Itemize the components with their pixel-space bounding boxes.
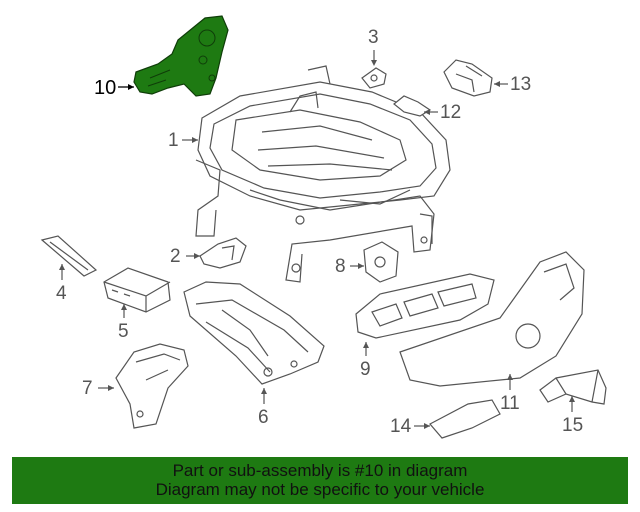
part-5-module[interactable] (103, 267, 171, 313)
part-4-trim[interactable] (40, 235, 98, 277)
part-14-cover[interactable] (429, 399, 501, 439)
callout-15[interactable]: 15 (562, 415, 584, 436)
callout-12[interactable]: 12 (440, 102, 462, 123)
banner-line-1: Part or sub-assembly is #10 in diagram (172, 461, 468, 480)
callout-13[interactable]: 13 (510, 74, 532, 95)
part-13-bracket[interactable] (443, 59, 493, 97)
callout-9[interactable]: 9 (360, 359, 371, 380)
part-7-side-bracket[interactable] (115, 343, 189, 429)
callout-2[interactable]: 2 (170, 246, 181, 267)
part-1-seat-frame[interactable] (195, 65, 451, 283)
info-banner: Part or sub-assembly is #10 in diagram D… (12, 457, 628, 504)
parts-diagram (40, 15, 607, 439)
callout-3[interactable]: 3 (368, 27, 379, 48)
part-3-washer[interactable] (361, 67, 387, 89)
callout-14[interactable]: 14 (390, 416, 412, 437)
callout-6[interactable]: 6 (258, 407, 269, 428)
callout-11[interactable]: 11 (500, 393, 520, 414)
callout-1[interactable]: 1 (168, 130, 179, 151)
part-11-side-shield[interactable] (399, 251, 585, 387)
part-6-lower-frame[interactable] (183, 281, 325, 385)
part-15-end-cap[interactable] (539, 369, 607, 405)
callout-7[interactable]: 7 (82, 378, 93, 399)
callout-4[interactable]: 4 (56, 283, 67, 304)
part-8-connector[interactable] (363, 241, 399, 283)
callout-5[interactable]: 5 (118, 321, 129, 342)
callout-8[interactable]: 8 (335, 256, 346, 277)
part-9-switch-panel[interactable] (355, 273, 495, 339)
part-10-highlighted[interactable] (133, 15, 229, 97)
banner-line-2: Diagram may not be specific to your vehi… (155, 480, 485, 499)
callout-10[interactable]: 10 (94, 77, 117, 99)
part-2-bracket[interactable] (199, 237, 247, 269)
